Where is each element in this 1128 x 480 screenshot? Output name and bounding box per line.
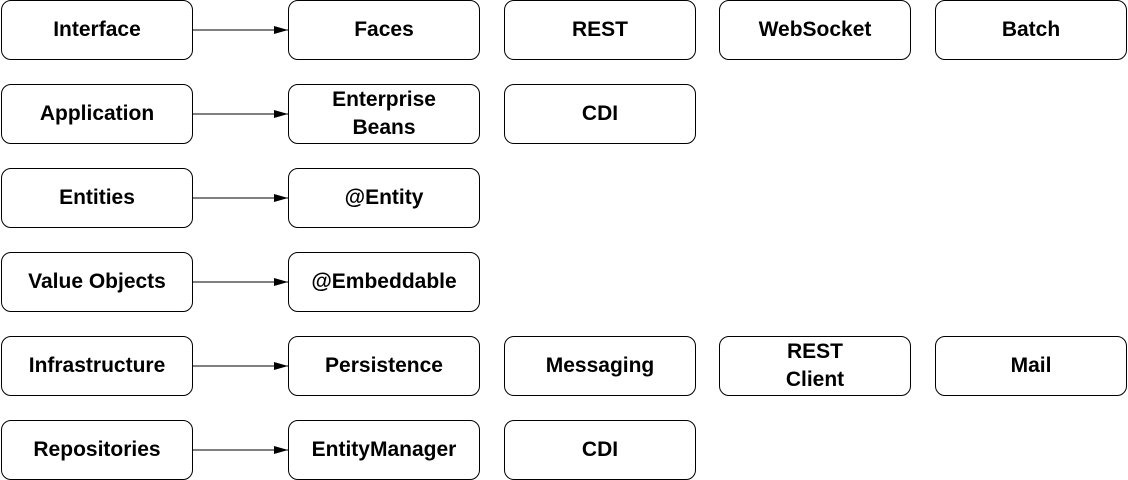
tech-entitymanager-box: EntityManager [288, 420, 480, 480]
tech-rest-client-box: REST Client [719, 336, 911, 396]
layer-entities-box: Entities [1, 168, 193, 228]
tech-rest-box: REST [504, 0, 696, 60]
tech-cdi-repositories-box: CDI [504, 420, 696, 480]
tech-mail-box: Mail [935, 336, 1127, 396]
tech-embeddable-annotation-box: @Embeddable [288, 252, 480, 312]
layer-application-box: Application [1, 84, 193, 144]
layer-repositories-box: Repositories [1, 420, 193, 480]
layer-interface-box: Interface [1, 0, 193, 60]
layer-value-objects-box: Value Objects [1, 252, 193, 312]
tech-entity-annotation-box: @Entity [288, 168, 480, 228]
tech-enterprise-beans-box: Enterprise Beans [288, 84, 480, 144]
tech-persistence-box: Persistence [288, 336, 480, 396]
tech-batch-box: Batch [935, 0, 1127, 60]
tech-cdi-box: CDI [504, 84, 696, 144]
layer-infrastructure-box: Infrastructure [1, 336, 193, 396]
tech-websocket-box: WebSocket [719, 0, 911, 60]
tech-messaging-box: Messaging [504, 336, 696, 396]
tech-faces-box: Faces [288, 0, 480, 60]
